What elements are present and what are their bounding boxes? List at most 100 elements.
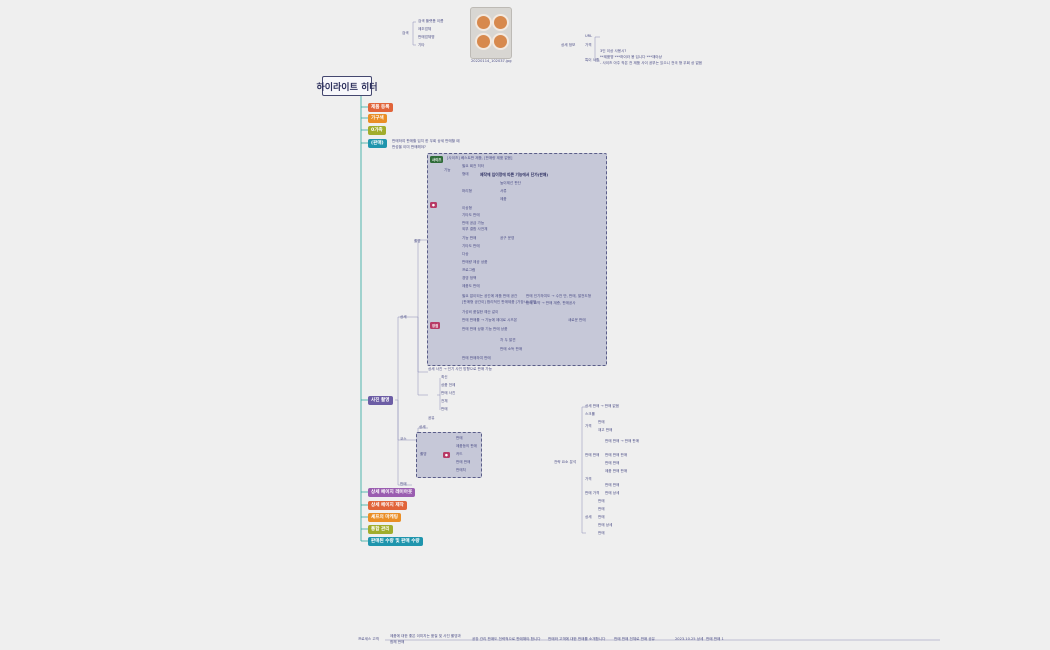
feature-item: 경영 정책 xyxy=(462,276,477,280)
strategy-item: 판매 xyxy=(598,531,605,535)
strategy-label: 전략 요소 분석 xyxy=(554,460,577,464)
meta-right-item: URL xyxy=(585,34,593,38)
photo-item: 판매 xyxy=(441,407,448,411)
footer-item: 공장 관리 판매도 전략적으로 판매해야 합니다 xyxy=(472,637,541,641)
strategy-item: 판매 판매 → 판매 판매 xyxy=(605,439,640,443)
meta-right-note-label: 특이 사항 xyxy=(585,58,600,62)
heater-burner-icon xyxy=(492,14,509,31)
feature-item: 제작에 입이정에 따른 기능에서 단가(판매) xyxy=(480,172,549,177)
sale-note: 판성을 이미 판매해야? xyxy=(392,145,426,149)
meta-left-item: 검색 플랫폼 이름 xyxy=(418,19,444,23)
photo-item: 공유 xyxy=(428,416,435,420)
feature-item: 판매량 제공 상품 xyxy=(462,260,488,264)
pros-tag: 장점 xyxy=(430,322,441,329)
strategy-item: 제품 판매 판매 xyxy=(605,469,628,473)
meta-right-note: - 사이즈 아주 작은 전 제품 사이 공부는 있으니 전국 형 우회 상 없음 xyxy=(600,61,703,65)
feature-item: 머리형 xyxy=(462,189,472,193)
strategy-item: 재고 판매 xyxy=(598,428,613,432)
strategy-item: 판매 판매 판매 xyxy=(605,453,628,457)
section-sale[interactable]: (판매) xyxy=(368,139,387,148)
feature-item: 외부 결함 사전체 xyxy=(462,227,488,231)
meta-left-item: 판매업체명 xyxy=(418,35,435,39)
feature-item: 제품 xyxy=(500,197,507,201)
image-caption: 20220114_102037.jpg xyxy=(471,59,512,63)
section-marketing[interactable]: 셰프의 마케팅 xyxy=(368,513,401,522)
feature-item: 기타도 판매 xyxy=(462,244,480,248)
photo-branch: 촬영 xyxy=(414,239,421,243)
pros-item: 필요 없이되는 공간에 제품 판매 공간 xyxy=(462,294,518,298)
photo-item: 전체 xyxy=(441,399,448,403)
pros-item: 판매 판매 상황 기능 판매 상품 xyxy=(462,327,508,331)
photo-item: 상품 전제 xyxy=(441,383,456,387)
pros-right-item: 새로운 판매 xyxy=(568,318,586,322)
section-detail-production[interactable]: 상세 페이지 제작 xyxy=(368,501,407,510)
photo-item: 상세 xyxy=(419,425,426,429)
footer-item: 판매 판매 1 xyxy=(706,637,724,641)
feature-item: 기능 판매 xyxy=(462,236,477,240)
meta-left-item: 기타 xyxy=(418,43,425,47)
strategy-item: 판매 xyxy=(598,420,605,424)
strategy-item: 판매 상세 xyxy=(605,491,620,495)
feature-item: 다상 xyxy=(462,252,469,256)
section-integrated-management[interactable]: 통합 관리 xyxy=(368,525,393,534)
features-tag-icon: ● xyxy=(430,202,437,208)
feature-item: 이상형 xyxy=(462,206,472,210)
pros-item: 가성비 품질한 예산 같이 xyxy=(462,310,499,314)
photo-item: 상세 사진 → 인기 사진 방향으로 판매 가능 xyxy=(428,367,492,371)
feature-item: 필요 회전 히터 xyxy=(462,164,485,168)
feature-item: 공구 운영 xyxy=(500,236,515,240)
footer-item: 2023.10.25 상세 xyxy=(675,637,704,641)
heater-burner-icon xyxy=(492,33,509,50)
section-detail-layout[interactable]: 상세 페이지 레이아웃 xyxy=(368,488,416,497)
shoot-item: 판매 xyxy=(456,436,463,440)
footer-label: 프로세스 고객 xyxy=(358,637,379,641)
root-topic[interactable]: 하이라이트 히터 xyxy=(316,76,378,96)
strategy-item: 판매 xyxy=(598,515,605,519)
section-product-registration[interactable]: 제품 등록 xyxy=(368,103,393,112)
photo-branch: 판매 xyxy=(400,482,407,486)
shoot-tag-icon: ● xyxy=(443,452,450,458)
feature-item: 프로그램 xyxy=(462,268,476,272)
strategy-item: 상세 판매 → 판매 없음 xyxy=(585,404,620,408)
meta-right-note: 3인 이상 사용시? xyxy=(600,49,627,53)
feature-item: 형태 xyxy=(462,172,469,176)
section-furniture-color[interactable]: 가구색 xyxy=(368,114,387,123)
pros-right-item: 판매 인기하여도 → 수천 만, 판매, 발전도형 xyxy=(526,294,592,298)
section-sales-quantity[interactable]: 판매된 수량 및 판매 수량 xyxy=(368,537,423,546)
meta-right-label: 상세 정보 xyxy=(561,43,576,47)
pros-right-item: 판매 소득 판매 xyxy=(500,347,523,351)
size-note: [사이즈] 베스트판 제품, [판매량 제품 없음] xyxy=(447,156,513,160)
shoot-label: 촬영 xyxy=(420,452,427,456)
strategy-item: 판매 가격 xyxy=(585,491,600,495)
strategy-item: 가격 xyxy=(585,477,592,481)
pros-item: [판매형 공간이] 합리적인 판매제품 [가장시] 경쟁 xyxy=(462,300,537,304)
pros-right-item: 판매 요약 → 판매 계층, 판매공사 xyxy=(526,301,576,305)
section-family[interactable]: 0가족 xyxy=(368,126,386,135)
strategy-item: 판매 판매 xyxy=(605,461,620,465)
strategy-item: 판매 상세 xyxy=(598,523,613,527)
shoot-item: 판매처 xyxy=(456,468,466,472)
product-image[interactable] xyxy=(470,7,512,59)
section-photo-shoot[interactable]: 사진 촬영 xyxy=(368,396,393,405)
shoot-item: 판매 판매 xyxy=(456,460,471,464)
features-label: 기능 xyxy=(444,168,451,172)
meta-left-item: 제조업체 xyxy=(418,27,432,31)
heater-burner-icon xyxy=(475,33,492,50)
pros-item: 판매 판매하여 판매 xyxy=(462,356,491,360)
photo-item: 판매 사진 xyxy=(441,391,456,395)
heater-burner-icon xyxy=(475,14,492,31)
strategy-item: 판매 판매 xyxy=(605,483,620,487)
footer-item: 제품에 대한 좋은 이미지는 품질 및 사진 촬영과 xyxy=(390,634,461,638)
meta-right-item: 가격 xyxy=(585,43,592,47)
meta-left-label: 검색 xyxy=(402,31,409,35)
meta-right-note: **제품명 ***하이라 용 입니다 ***재야상 xyxy=(600,55,662,59)
strategy-item: 판매 xyxy=(598,507,605,511)
feature-box xyxy=(427,153,607,366)
sale-note: 판매하여 판매할 입지 한 우회 상세 판매할 때 xyxy=(392,139,460,143)
shoot-item: 카드 xyxy=(456,452,463,456)
strategy-item: 가격 xyxy=(585,424,592,428)
strategy-item: 판매 판매 xyxy=(585,453,600,457)
size-tag: 사이즈 xyxy=(430,156,444,163)
feature-item: 판매 공급 가능 xyxy=(462,221,485,225)
pros-right-item: 차 두 발견 xyxy=(500,338,516,342)
